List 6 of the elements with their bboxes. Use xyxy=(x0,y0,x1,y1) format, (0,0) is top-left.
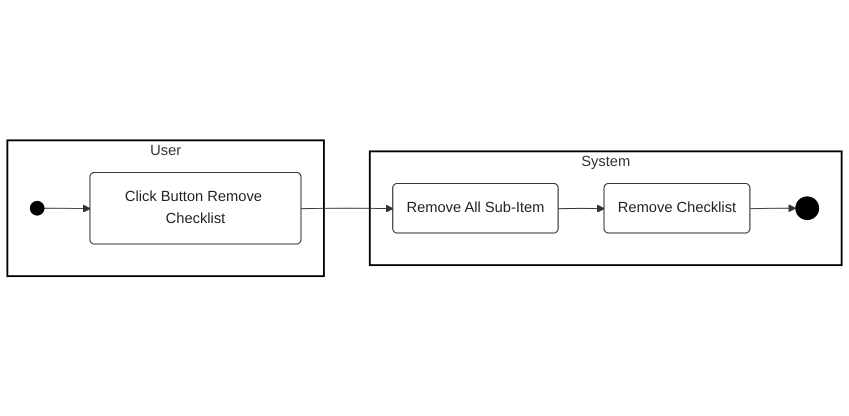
arrow xyxy=(300,204,394,212)
arrow xyxy=(44,204,91,212)
arrow xyxy=(750,204,796,212)
node-bullseye xyxy=(795,196,820,220)
node-circle xyxy=(30,200,45,216)
arrow xyxy=(558,204,605,212)
